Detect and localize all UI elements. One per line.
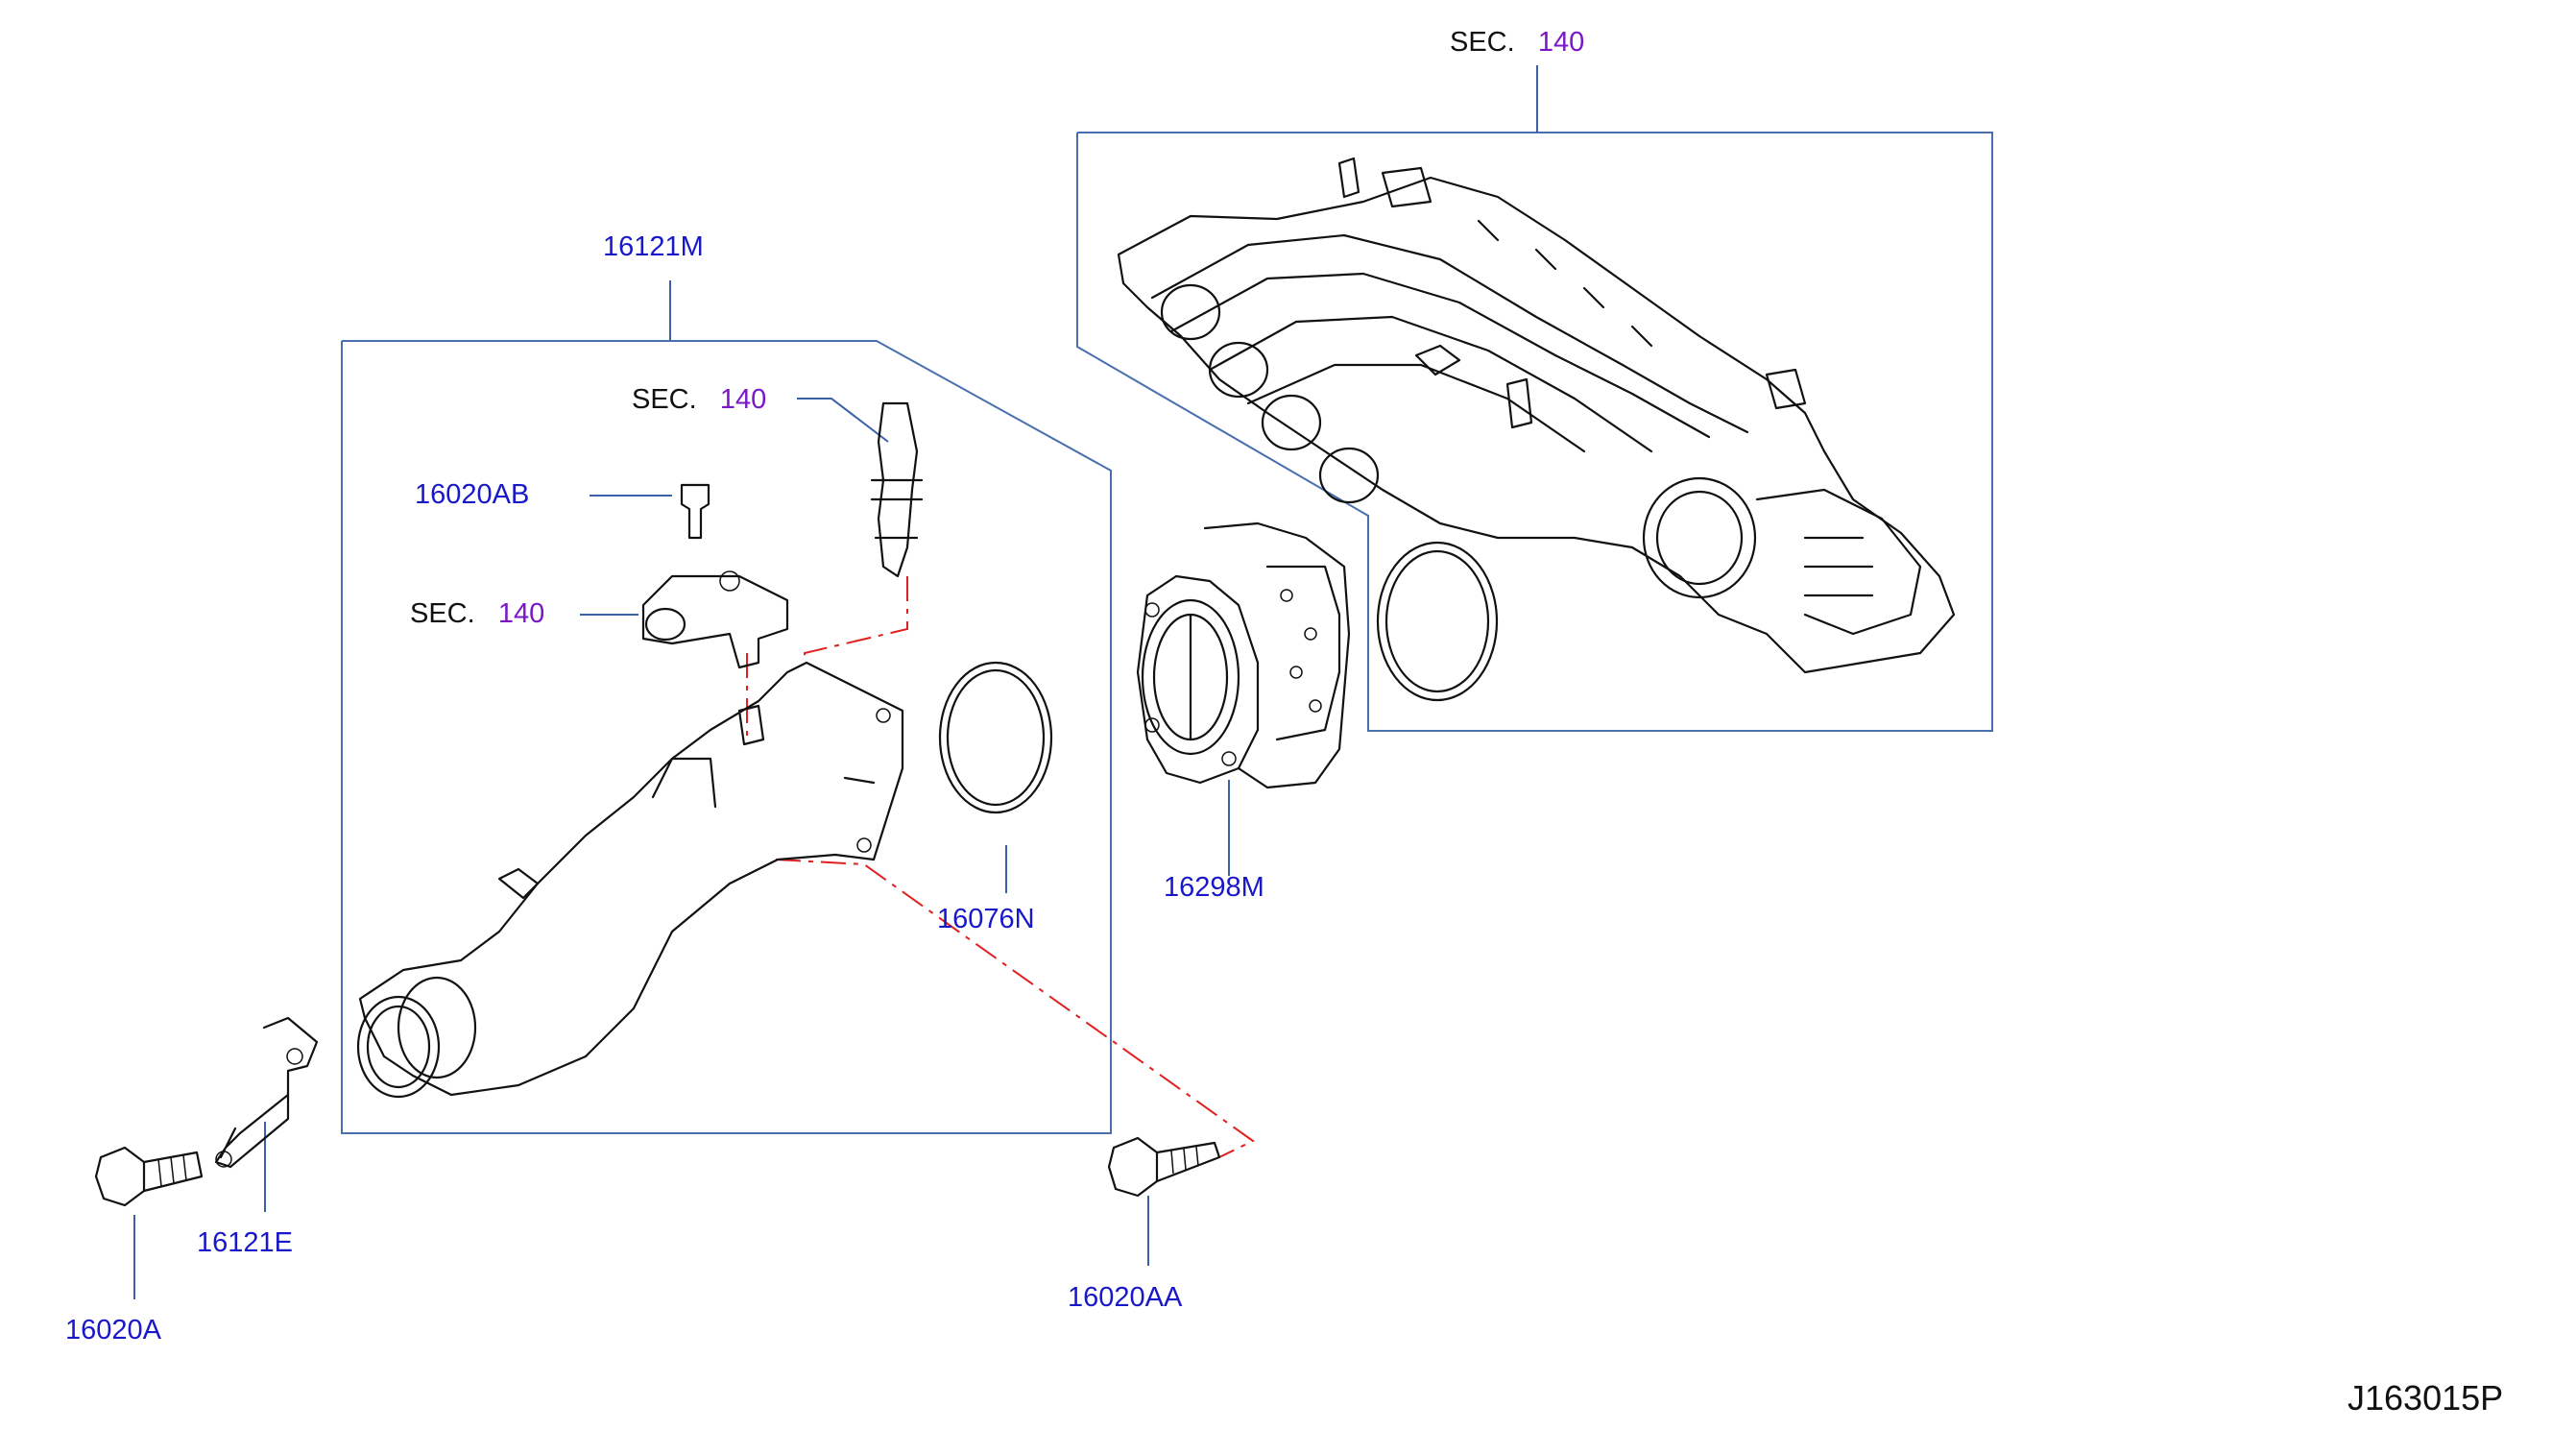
bolt-16020A-drawing: [94, 1146, 204, 1207]
sec-number: 140: [1537, 27, 1585, 58]
drawing-code: J163015P: [2347, 1378, 2504, 1418]
callout-16076N[interactable]: 16076N: [937, 904, 1035, 934]
gasket-16076N: [938, 661, 1053, 814]
map-sensor-drawing: [641, 483, 789, 669]
air-inlet-tube-drawing: [356, 661, 904, 1099]
callout-sec-140-manifold[interactable]: SEC. 140: [1450, 29, 1584, 57]
callout-sec-140-map-sensor[interactable]: SEC. 140: [410, 600, 544, 628]
intake-manifold-drawing: [1117, 157, 1956, 674]
bolt-16020AA-drawing: [1107, 1136, 1221, 1198]
throttle-gasket-ring: [1376, 541, 1499, 702]
sec-word: SEC.: [1450, 27, 1515, 58]
phantom-line-bolt: [775, 859, 1255, 1158]
sec-number: 140: [497, 598, 545, 629]
sec-number: 140: [719, 384, 767, 415]
phantom-line-sensor: [804, 576, 908, 663]
sec-word: SEC.: [410, 598, 475, 629]
sec-word: SEC.: [632, 384, 697, 415]
callout-16020AB[interactable]: 16020AB: [415, 479, 530, 510]
air-inlet-tube-box: [341, 340, 1112, 1134]
temp-sensor-drawing: [870, 401, 924, 578]
callout-16020A[interactable]: 16020A: [65, 1315, 161, 1345]
intake-manifold-box: [1076, 132, 1993, 732]
throttle-body-drawing: [1136, 521, 1351, 789]
callout-16020AA[interactable]: 16020AA: [1068, 1282, 1183, 1313]
bracket-16121E-drawing: [214, 1016, 319, 1169]
callout-16298M[interactable]: 16298M: [1164, 872, 1264, 903]
callout-16121E[interactable]: 16121E: [197, 1227, 293, 1258]
callout-16121M[interactable]: 16121M: [603, 231, 704, 262]
callout-sec-140-sensor[interactable]: SEC. 140: [632, 386, 766, 414]
